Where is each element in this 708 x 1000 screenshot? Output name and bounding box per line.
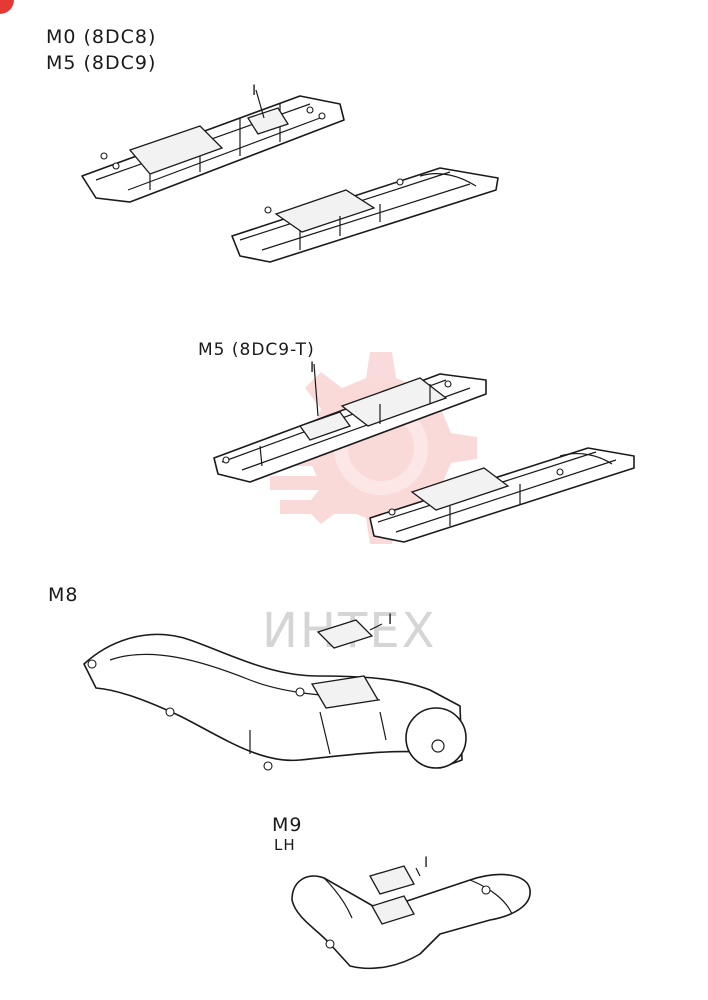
callout-1-m8: I [388,612,393,628]
label-m0-8dc8: M0 (8DC8) [46,26,157,48]
label-lh: LH [274,836,296,854]
manifold-plate-upper-2 [213,373,487,483]
label-m5-8dc9: M5 (8DC9) [46,52,157,74]
manifold-plate-lower-2 [369,447,635,543]
callout-1-m9: I [424,855,429,871]
leader-line-3 [369,623,383,631]
label-m5-8dc9-t: M5 (8DC9-T) [198,340,315,360]
pipe-m9-lh [291,865,531,970]
callout-1-upper: I [252,83,257,99]
leader-line-1 [255,89,265,119]
label-m9: M9 [272,814,303,836]
manifold-plate-lower-1 [231,167,499,263]
callout-1-middle: I [310,360,315,376]
intake-pipe-m8 [83,619,467,771]
leader-line-2 [313,363,319,417]
manifold-plate-upper-1 [81,95,345,203]
leader-line-4 [415,867,421,877]
label-m8: M8 [48,584,79,606]
